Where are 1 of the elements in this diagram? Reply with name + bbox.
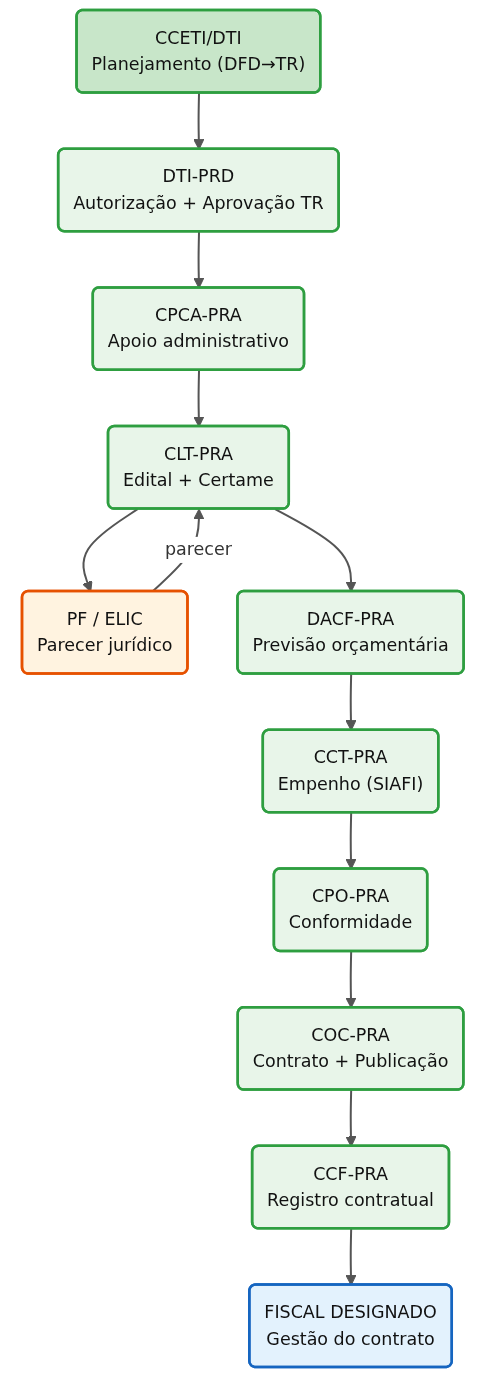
edge-label: parecer bbox=[165, 539, 233, 560]
